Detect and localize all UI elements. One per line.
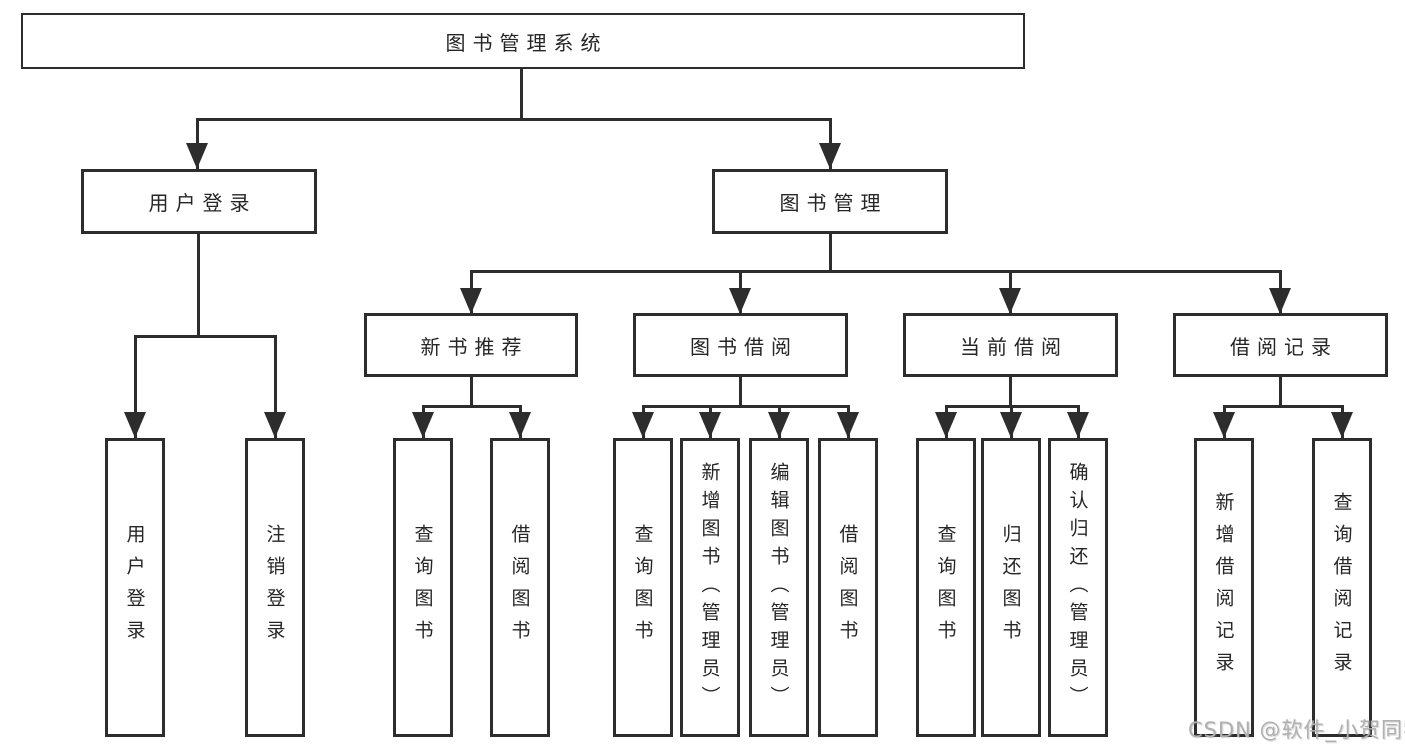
connector-line (642, 405, 850, 408)
connector-line (134, 335, 277, 338)
leaf-add-borrow-record-label: 新增借阅记录 (1212, 491, 1235, 684)
node-current-borrowing-label: 当前借阅 (960, 334, 1068, 359)
leaf-confirm-return-admin: 确认归还（管理员） (1048, 438, 1108, 737)
leaf-query-books-recommend-label: 查询图书 (411, 523, 434, 652)
leaf-logout-label: 注销登录 (263, 523, 286, 652)
node-user-login-label: 用户登录 (148, 191, 257, 215)
leaf-edit-book-admin-label: 编辑图书（管理员） (767, 461, 790, 714)
arrow-down-icon (264, 412, 286, 438)
leaf-logout: 注销登录 (245, 438, 305, 737)
leaf-edit-book-admin: 编辑图书（管理员） (749, 438, 809, 737)
leaf-query-books-current-label: 查询图书 (934, 523, 957, 652)
node-root: 图书管理系统 (21, 13, 1025, 69)
leaf-confirm-return-admin-label: 确认归还（管理员） (1066, 461, 1089, 714)
arrow-down-icon (412, 412, 434, 438)
node-borrowing-records: 借阅记录 (1173, 313, 1388, 377)
connector-line (134, 338, 137, 438)
leaf-query-borrow-record-label: 查询借阅记录 (1330, 491, 1353, 684)
watermark: CSDN @软件_小贺同学 (1188, 718, 1405, 742)
arrow-down-icon (999, 288, 1021, 314)
node-root-label: 图书管理系统 (445, 30, 608, 55)
node-user-login: 用户登录 (81, 169, 317, 234)
arrow-down-icon (729, 288, 751, 314)
leaf-borrow-books-borrowing: 借阅图书 (818, 438, 878, 737)
leaf-query-books-recommend: 查询图书 (393, 438, 453, 737)
arrow-down-icon (1067, 412, 1089, 438)
arrow-down-icon (632, 412, 654, 438)
leaf-query-borrow-record: 查询借阅记录 (1312, 438, 1372, 737)
leaf-return-book: 归还图书 (981, 438, 1041, 737)
arrow-down-icon (186, 143, 208, 169)
connector-line (520, 68, 523, 121)
leaf-query-books-borrowing-label: 查询图书 (631, 523, 654, 652)
arrow-down-icon (1213, 412, 1235, 438)
arrow-down-icon (819, 143, 841, 169)
leaf-add-borrow-record: 新增借阅记录 (1194, 438, 1254, 737)
arrow-down-icon (460, 288, 482, 314)
leaf-query-books-borrowing: 查询图书 (613, 438, 673, 737)
leaf-add-book-admin-label: 新增图书（管理员） (698, 461, 721, 714)
node-book-borrowing: 图书借阅 (633, 313, 848, 377)
node-book-management-label: 图书管理 (779, 191, 888, 215)
connector-line (1223, 405, 1344, 408)
connector-line (422, 405, 522, 408)
arrow-down-icon (1331, 412, 1353, 438)
connector-line (829, 234, 832, 273)
arrow-down-icon (1269, 288, 1291, 314)
leaf-add-book-admin: 新增图书（管理员） (680, 438, 740, 737)
arrow-down-icon (837, 412, 859, 438)
node-book-borrowing-label: 图书借阅 (690, 334, 798, 359)
connector-line (1009, 377, 1012, 408)
leaf-return-book-label: 归还图书 (999, 523, 1022, 652)
connector-line (274, 338, 277, 438)
leaf-borrow-books-recommend-label: 借阅图书 (508, 523, 531, 652)
arrow-down-icon (1000, 412, 1022, 438)
connector-line (196, 118, 832, 121)
arrow-down-icon (768, 412, 790, 438)
connector-line (1279, 377, 1282, 408)
arrow-down-icon (699, 412, 721, 438)
connector-line (470, 270, 1282, 273)
node-new-book-recommend: 新书推荐 (364, 313, 578, 377)
leaf-user-login: 用户登录 (105, 438, 165, 737)
leaf-query-books-current: 查询图书 (916, 438, 976, 737)
arrow-down-icon (935, 412, 957, 438)
arrow-down-icon (124, 412, 146, 438)
leaf-user-login-label: 用户登录 (123, 523, 146, 652)
arrow-down-icon (509, 412, 531, 438)
node-new-book-recommend-label: 新书推荐 (420, 334, 529, 359)
connector-line (945, 405, 1080, 408)
leaf-borrow-books-borrowing-label: 借阅图书 (836, 523, 859, 652)
connector-line (470, 377, 473, 408)
node-book-management: 图书管理 (712, 169, 948, 234)
leaf-borrow-books-recommend: 借阅图书 (490, 438, 550, 737)
connector-line (739, 377, 742, 408)
node-borrowing-records-label: 借阅记录 (1230, 334, 1338, 359)
node-current-borrowing: 当前借阅 (903, 313, 1118, 377)
connector-line (197, 234, 200, 338)
